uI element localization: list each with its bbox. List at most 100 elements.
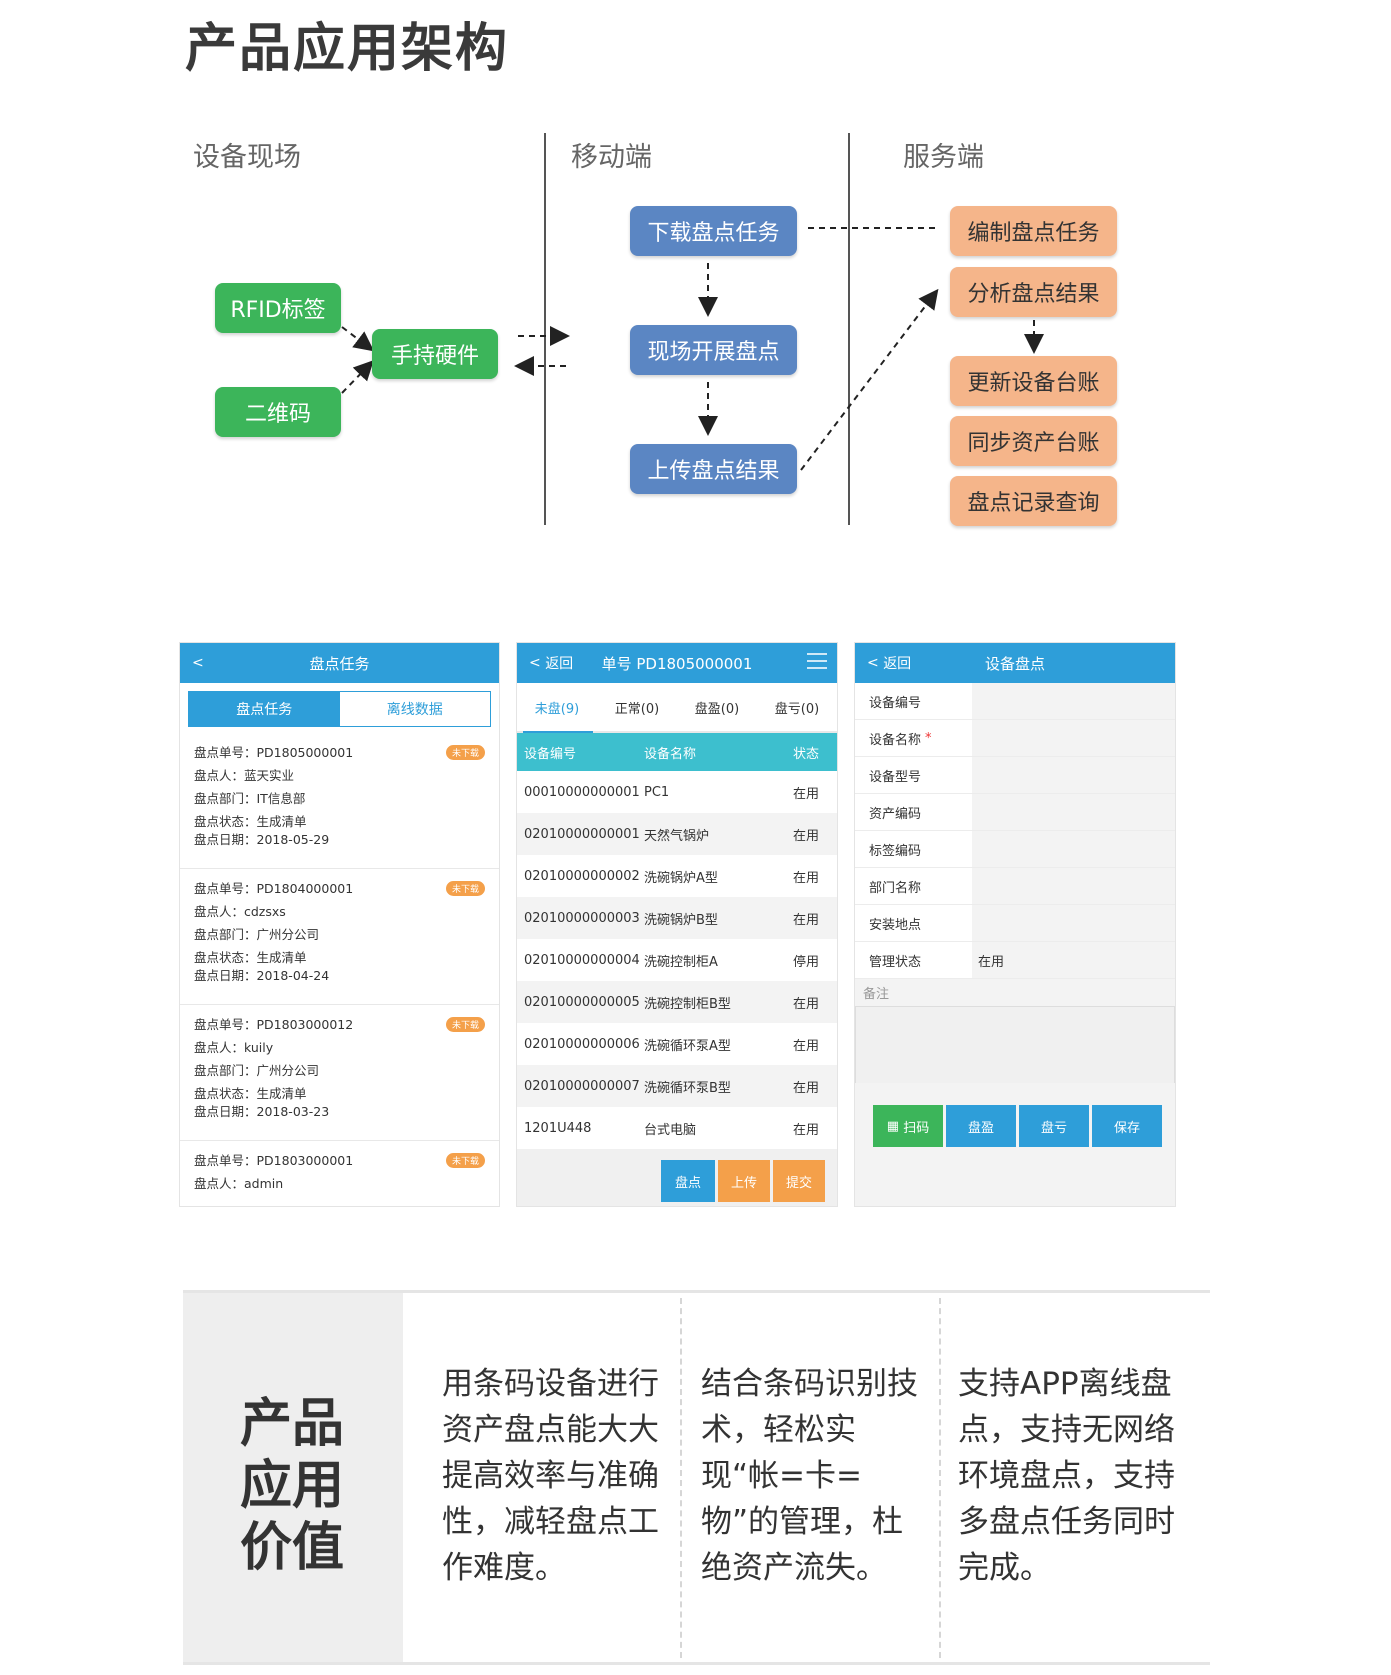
back-button[interactable]: <: [192, 643, 204, 683]
equipment-name-field[interactable]: [972, 720, 1175, 756]
divider-line: [848, 133, 850, 525]
chevron-left-icon: <: [867, 655, 884, 671]
form-row: 部门名称: [855, 868, 1175, 905]
save-button[interactable]: 保存: [1092, 1105, 1162, 1147]
action-bar: ▦ 扫码 盘盈 盘亏 保存: [873, 1105, 1162, 1147]
cell-code: 00010000000001: [524, 784, 640, 800]
equipment-form: 设备编号 设备名称* 设备型号 资产编码 标签编码 部门名称 安装地点 管理状态…: [855, 683, 1175, 1084]
form-row: 设备编号: [855, 683, 1175, 720]
segment-inventory-task[interactable]: 盘点任务: [189, 692, 340, 726]
scan-button[interactable]: ▦ 扫码: [873, 1105, 943, 1147]
note-textarea[interactable]: [855, 1006, 1175, 1084]
page-title: 产品应用架构: [185, 19, 510, 79]
chevron-left-icon: <: [192, 655, 204, 671]
tab-normal[interactable]: 正常(0): [614, 701, 660, 717]
cell-name: 洗碗循环泵A型: [644, 1038, 731, 1054]
screen-title: 单号 PD1805000001: [601, 654, 753, 673]
task-list: 未下载 盘点单号：PD1805000001 盘点人：蓝天实业 盘点部门：IT信息…: [180, 733, 499, 1206]
list-item[interactable]: 未下载 盘点单号：PD1805000001 盘点人：蓝天实业 盘点部门：IT信息…: [180, 733, 499, 869]
status-tabs: 未盘(9) 正常(0) 盘盈(0) 盘亏(0): [517, 683, 837, 733]
screen-equipment-check: < 返回 设备盘点 设备编号 设备名称* 设备型号 资产编码 标签编码 部门名称…: [854, 642, 1176, 1207]
tab-not-checked[interactable]: 未盘(9): [534, 701, 580, 717]
column-header-name: 设备名称: [644, 746, 697, 762]
list-item[interactable]: 未下载 盘点单号：PD1803000001 盘点人：admin: [180, 1141, 499, 1206]
form-row: 设备名称*: [855, 720, 1175, 757]
status-badge: 未下载: [445, 1017, 485, 1032]
value-point-2: 结合条码识别技术，轻松实现“帐=卡=物”的管理，杜绝资产流失。: [701, 1366, 918, 1586]
cell-code: 1201U448: [524, 1120, 592, 1136]
value-point-1: 用条码设备进行资产盘点能大大提高效率与准确性，减轻盘点工作难度。: [442, 1366, 659, 1586]
cell-status: 在用: [792, 870, 819, 886]
cell-status: 在用: [792, 912, 819, 928]
form-row: 资产编码: [855, 794, 1175, 831]
status-badge: 未下载: [445, 1153, 485, 1168]
form-row: 安装地点: [855, 905, 1175, 942]
value-sidebar: 产品应用价值: [183, 1293, 403, 1662]
task-dept: 盘点部门：广州分公司: [194, 1063, 320, 1078]
menu-icon[interactable]: [807, 653, 827, 671]
download-task-box: 下载盘点任务: [630, 206, 797, 256]
back-button[interactable]: < 返回: [529, 643, 573, 683]
tag-code-field[interactable]: [972, 831, 1175, 867]
equipment-model-field[interactable]: [972, 757, 1175, 793]
field-label: 标签编码: [855, 831, 972, 867]
divider-line: [544, 133, 546, 525]
cell-name: 洗碗锅炉A型: [644, 870, 718, 886]
tab-deficit[interactable]: 盘亏(0): [774, 701, 820, 717]
management-status-field[interactable]: 在用: [972, 942, 1175, 978]
task-dept: 盘点部门：广州分公司: [194, 927, 320, 942]
screen-title: 盘点任务: [309, 654, 370, 673]
equipment-code-field[interactable]: [972, 683, 1175, 719]
task-no: 盘点单号：PD1803000001: [194, 1153, 354, 1168]
tab-surplus[interactable]: 盘盈(0): [694, 701, 740, 717]
install-location-field[interactable]: [972, 905, 1175, 941]
task-no: 盘点单号：PD1804000001: [194, 881, 354, 896]
tab-underline: [523, 731, 593, 733]
qrcode-box: 二维码: [215, 387, 341, 437]
deficit-button[interactable]: 盘亏: [1019, 1105, 1089, 1147]
task-no: 盘点单号：PD1805000001: [194, 745, 354, 760]
surplus-button[interactable]: 盘盈: [946, 1105, 1016, 1147]
cell-code: 02010000000007: [524, 1078, 640, 1094]
form-row: 标签编码: [855, 831, 1175, 868]
chevron-left-icon: <: [529, 655, 546, 671]
screen-title: 设备盘点: [984, 654, 1045, 673]
status-badge: 未下载: [445, 745, 485, 760]
task-person: 盘点人：kuily: [194, 1040, 274, 1055]
task-person: 盘点人：蓝天实业: [194, 768, 295, 783]
upload-button[interactable]: 上传: [718, 1160, 770, 1202]
record-query-box: 盘点记录查询: [950, 476, 1117, 526]
list-item[interactable]: 未下载 盘点单号：PD1804000001 盘点人：cdzsxs 盘点部门：广州…: [180, 869, 499, 1005]
back-button[interactable]: < 返回: [867, 643, 911, 683]
onsite-inventory-box: 现场开展盘点: [630, 325, 797, 375]
screen-inventory-detail: < 返回 单号 PD1805000001 未盘(9) 正常(0) 盘盈(0) 盘…: [516, 642, 838, 1207]
asset-code-field[interactable]: [972, 794, 1175, 830]
form-row: 设备型号: [855, 757, 1175, 794]
cell-status: 在用: [792, 996, 819, 1012]
cell-code: 02010000000006: [524, 1036, 640, 1052]
cell-code: 02010000000002: [524, 868, 640, 884]
department-field[interactable]: [972, 868, 1175, 904]
segment-offline-data[interactable]: 离线数据: [339, 692, 490, 726]
cell-status: 在用: [792, 1122, 819, 1138]
table-header: 设备编号 设备名称 状态: [517, 733, 837, 771]
dashed-divider: [680, 1298, 682, 1658]
value-point-3: 支持APP离线盘点，支持无网络环境盘点，支持多盘点任务同时完成。: [958, 1366, 1175, 1586]
submit-button[interactable]: 提交: [773, 1160, 825, 1202]
list-item[interactable]: 未下载 盘点单号：PD1803000012 盘点人：kuily 盘点部门：广州分…: [180, 1005, 499, 1141]
cell-status: 在用: [792, 786, 819, 802]
cell-status: 在用: [792, 1038, 819, 1054]
task-no: 盘点单号：PD1803000012: [194, 1017, 354, 1032]
task-person: 盘点人：cdzsxs: [194, 904, 286, 919]
column-header-status: 状态: [792, 746, 819, 762]
inventory-button[interactable]: 盘点: [661, 1160, 715, 1202]
